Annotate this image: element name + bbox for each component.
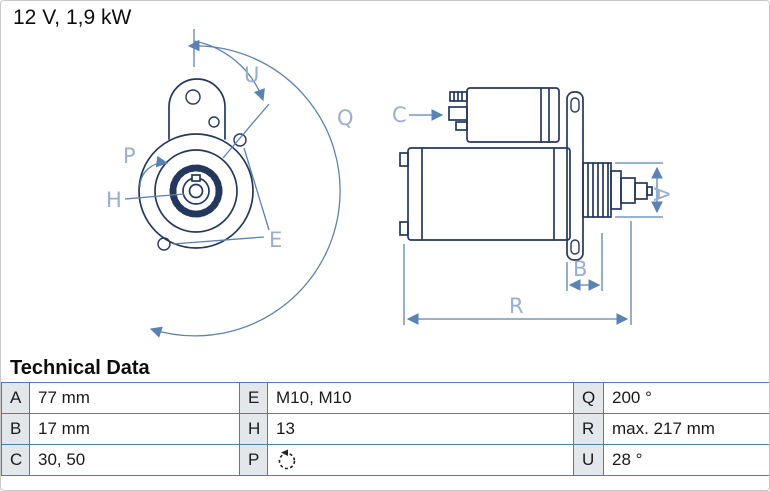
spec-key-c: C: [1, 444, 30, 476]
spec-key-u: U: [573, 444, 604, 476]
spec-key-b: B: [1, 413, 30, 445]
table-row: B 17 mm H 13 R max. 217 mm: [1, 413, 769, 445]
spec-value-c: 30, 50: [29, 444, 240, 476]
product-title: 12 V, 1,9 kW: [13, 6, 132, 29]
technical-data-heading: Technical Data: [10, 357, 150, 379]
spec-key-p: P: [239, 444, 268, 476]
table-row: A 77 mm E M10, M10 Q 200 °: [1, 382, 769, 414]
dim-label-c: C: [392, 103, 407, 127]
spec-value-p: [267, 444, 574, 476]
dim-label-h: H: [106, 188, 122, 212]
spec-value-q: 200 °: [603, 382, 769, 414]
spec-value-u: 28 °: [603, 444, 769, 476]
dim-label-e: E: [269, 228, 282, 252]
dim-label-r: R: [509, 294, 524, 318]
spec-key-e: E: [239, 382, 268, 414]
spec-value-h: 13: [267, 413, 574, 445]
dim-label-a: A: [649, 187, 673, 202]
table-row: C 30, 50 P U 28 °: [1, 444, 769, 476]
dim-label-u: U: [244, 63, 259, 87]
spec-value-r: max. 217 mm: [603, 413, 769, 445]
dimension-labels: U Q P H E C A B R: [106, 63, 673, 318]
dimension-lines: [124, 29, 663, 338]
spec-key-r: R: [573, 413, 604, 445]
spec-key-a: A: [1, 382, 30, 414]
spec-value-b: 17 mm: [29, 413, 240, 445]
dim-label-q: Q: [337, 106, 354, 130]
side-view: [399, 87, 653, 261]
dim-label-b: B: [573, 257, 587, 281]
dim-label-p: P: [123, 144, 136, 168]
spec-value-a: 77 mm: [29, 382, 240, 414]
technical-data-table: A 77 mm E M10, M10 Q 200 ° B 17 mm H 13 …: [1, 382, 769, 476]
spec-key-q: Q: [573, 382, 604, 414]
spec-value-e: M10, M10: [267, 382, 574, 414]
rotation-direction-icon: [278, 449, 296, 470]
technical-drawing: U Q P H E C A B R: [106, 29, 673, 338]
spec-key-h: H: [239, 413, 268, 445]
